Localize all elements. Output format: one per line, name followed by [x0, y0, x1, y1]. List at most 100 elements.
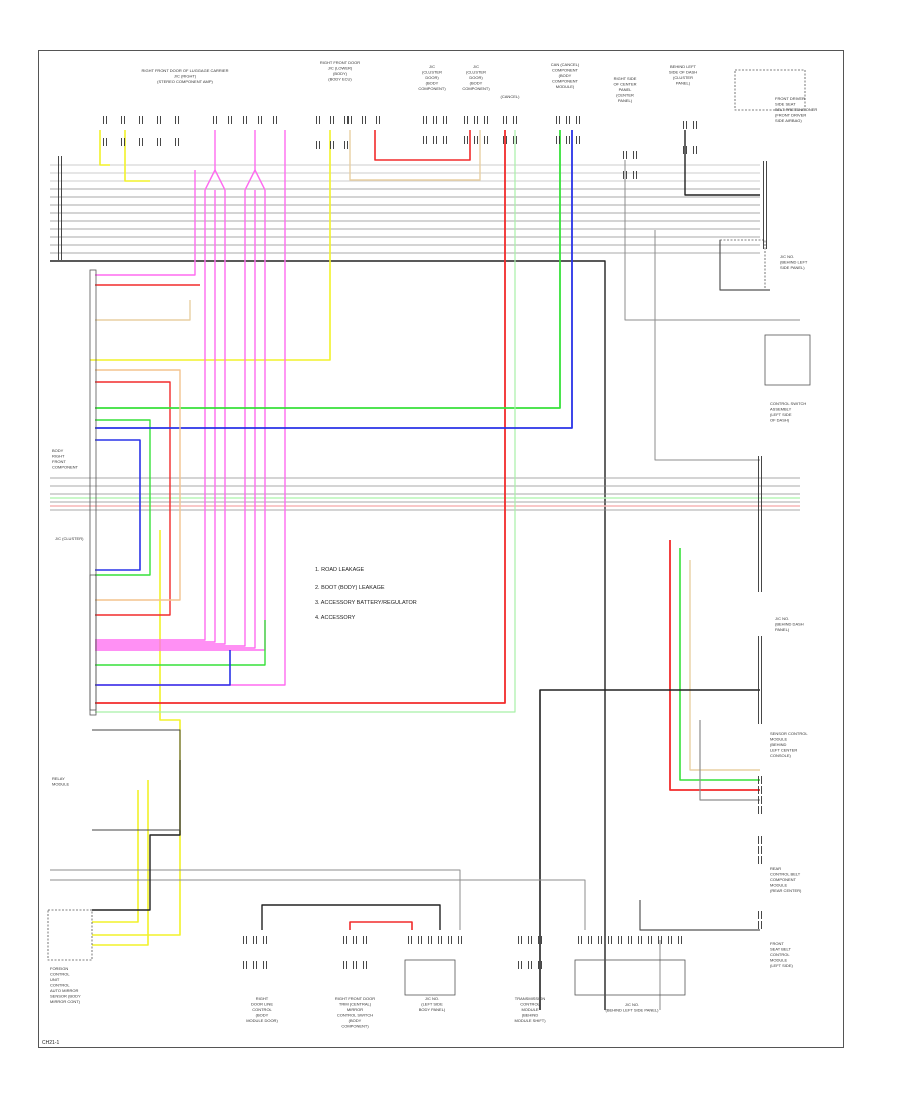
right-jb1-label: (BEHIND LEFT — [780, 260, 808, 265]
bottom-pins — [578, 936, 582, 944]
right-pin — [763, 201, 767, 209]
left-pin — [58, 244, 62, 252]
right-pin — [758, 464, 762, 472]
right-pin — [758, 552, 762, 560]
left-main-connector — [89, 269, 97, 711]
top-j1-label: DOOR) — [425, 75, 439, 80]
top-center-connector-label: (BODY ECU) — [328, 77, 352, 82]
top-j2-label: (BODY — [470, 81, 483, 86]
right-jb1-box — [719, 239, 766, 291]
pink-wire — [95, 190, 256, 649]
cancel-pins — [503, 116, 507, 124]
bottom-4-label: MODULE — [521, 1007, 538, 1012]
right-pin — [758, 836, 762, 844]
bottom-pins — [608, 936, 612, 944]
right-pin — [758, 644, 762, 652]
top-left-pins — [175, 138, 179, 146]
bottom-pins — [438, 936, 442, 944]
top-can-label: (BODY — [559, 73, 572, 78]
bottom-pins — [343, 936, 347, 944]
cancel-pins — [513, 136, 517, 144]
bottom-pins — [538, 936, 542, 944]
gray-wire — [699, 720, 760, 801]
bottom-pins — [243, 961, 247, 969]
top-jc-pins — [433, 136, 437, 144]
left-lower-connector — [89, 574, 97, 716]
bottom-pins — [648, 936, 652, 944]
left-bottom-label: MIRROR CONT) — [50, 999, 81, 1004]
bottom-3-label: J/C NO. — [425, 996, 439, 1001]
top-j1-label: J/C — [429, 64, 435, 69]
left-pin — [58, 212, 62, 220]
right-bottom-label: (LEFT SIDE) — [770, 963, 793, 968]
bottom-pins — [658, 936, 662, 944]
top-right-2-label: PANEL) — [676, 81, 691, 86]
red-wire — [669, 540, 760, 791]
top-left-pins — [213, 116, 217, 124]
right-jb2-label: PANEL) — [775, 627, 790, 632]
connectors-layer — [47, 69, 811, 996]
black-wire — [92, 760, 181, 911]
note-3: 3. ACCESSORY BATTERY/REGULATOR — [315, 600, 417, 606]
right-bottom-label: SEAT BELT — [770, 947, 791, 952]
top-left-pins — [175, 116, 179, 124]
tan-wire — [689, 560, 760, 771]
top-j1-label: (BODY — [426, 81, 439, 86]
black-wire — [539, 689, 760, 1010]
top-left-connector-label: (STEREO COMPONENT AMP) — [157, 79, 213, 84]
right-pin — [758, 684, 762, 692]
bottom-4-label: (BEHIND — [522, 1013, 539, 1018]
right-rear-label: COMPONENT — [770, 877, 797, 882]
bottom-2-label: COMPONENT) — [341, 1024, 369, 1029]
cancel-pins — [513, 116, 517, 124]
right-sensor-label: SENSOR CONTROL — [770, 731, 808, 736]
right-pin — [758, 496, 762, 504]
pink-wire — [95, 190, 206, 641]
left-pin — [58, 172, 62, 180]
top-right-1-label: PANEL) — [618, 98, 633, 103]
top-right-pins — [633, 151, 637, 159]
right-sensor-label: MODULE — [770, 737, 787, 742]
top-right-pins — [683, 121, 687, 129]
bottom-1-label: CONTROL — [252, 1007, 272, 1012]
black-wire — [684, 130, 760, 196]
top-right-1-label: (CENTER — [616, 93, 634, 98]
bottom-pins — [363, 936, 367, 944]
top-j2-label: COMPONENT) — [462, 86, 490, 91]
right-top-box-label: (FRONT DRIVER — [775, 113, 806, 118]
top-center-pins — [330, 141, 334, 149]
green-wire — [679, 548, 760, 781]
right-pin — [758, 636, 762, 644]
right-pin — [758, 504, 762, 512]
top-center-connector-label: RIGHT FRONT DOOR — [320, 60, 360, 65]
top-j1-label: (CLUSTER — [422, 70, 442, 75]
top-jc-pins — [423, 116, 427, 124]
top-j2-label: (CLUSTER — [466, 70, 486, 75]
pink-wire — [95, 170, 196, 276]
right-pin — [763, 193, 767, 201]
right-pin — [758, 806, 762, 814]
top-left-pins — [273, 116, 277, 124]
top-jc-pins — [464, 116, 468, 124]
blue-wire — [95, 650, 231, 686]
top-j2-label: DOOR) — [469, 75, 483, 80]
left-bottom-label: CONTROL — [50, 972, 70, 977]
footer-code: CH21-1 — [42, 1040, 59, 1046]
yellow-wire — [92, 530, 181, 936]
right-pin — [758, 786, 762, 794]
top-jc-pins — [484, 136, 488, 144]
note-1: 1. ROAD LEAKAGE — [315, 567, 365, 573]
bottom-4-label: TRANSMISSION — [515, 996, 546, 1001]
bottom-2-label: CONTROL SWITCH — [337, 1013, 373, 1018]
right-sensor-label: (BEHIND — [770, 742, 787, 747]
right-pin — [758, 716, 762, 724]
right-pin — [758, 488, 762, 496]
top-right-2-label: (CLUSTER — [673, 75, 693, 80]
right-pin — [758, 536, 762, 544]
right-pin — [758, 676, 762, 684]
top-j2-label: J/C — [473, 64, 479, 69]
can-pins — [576, 136, 580, 144]
yellow-wire — [92, 780, 149, 946]
